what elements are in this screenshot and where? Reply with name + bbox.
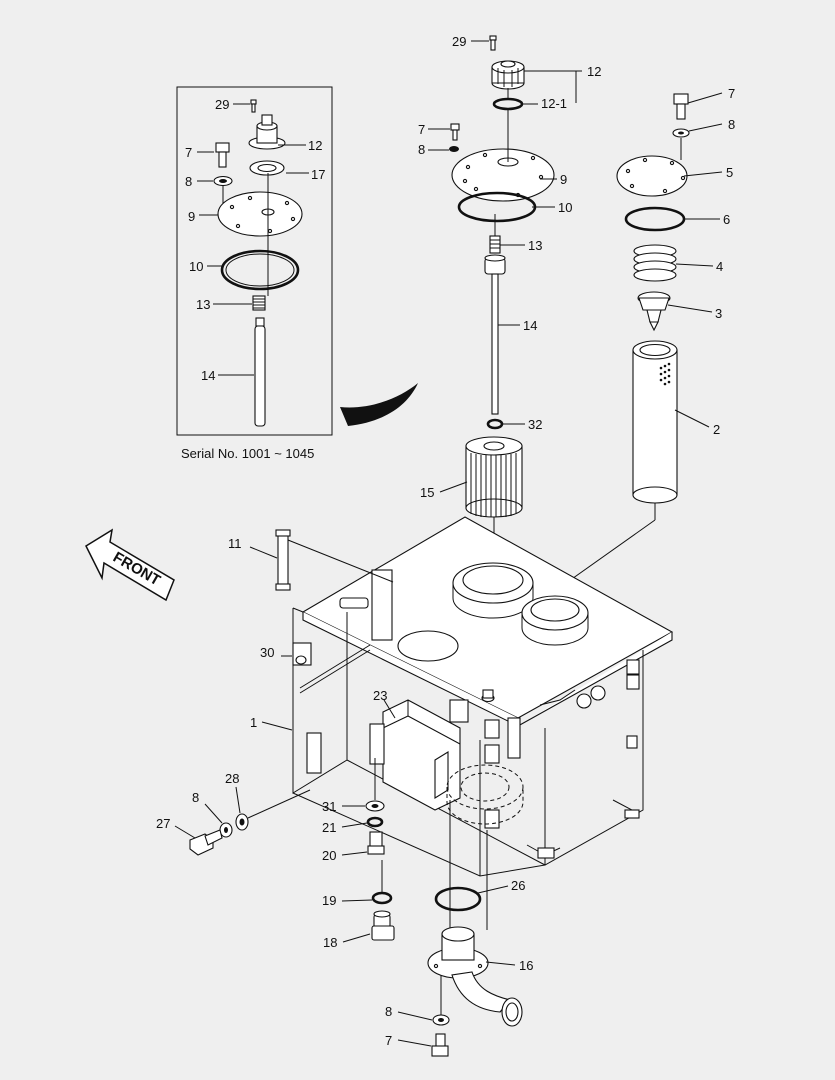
inset-bolt-29 [250, 99, 257, 113]
inset-callout-12: 12 [308, 138, 322, 153]
callout-29: 29 [452, 34, 466, 49]
o-ring-6 [624, 206, 686, 232]
callout-26: 26 [511, 878, 525, 893]
callout-8: 8 [418, 142, 425, 157]
drain-plug-stack [365, 758, 395, 941]
filter-element-15 [465, 436, 523, 518]
inset-callout-13: 13 [196, 297, 210, 312]
inset-callout-14: 14 [201, 368, 215, 383]
inset-leaders [197, 103, 309, 376]
breather-assembly [449, 35, 555, 430]
inset-callout-7: 7 [185, 145, 192, 160]
front-direction-arrow: FRONT [85, 528, 175, 602]
callout-27: 27 [156, 816, 170, 831]
inset-callout-8: 8 [185, 174, 192, 189]
suction-pipe-16 [427, 926, 523, 1027]
inset-washer-8 [213, 175, 233, 187]
callout-9: 9 [560, 172, 567, 187]
inset-cover-9 [217, 191, 303, 237]
swoosh-arrow [340, 383, 418, 426]
inset-serial-caption: Serial No. 1001 ~ 1045 [181, 446, 314, 461]
callout-7-right: 7 [728, 86, 735, 101]
nut-32 [486, 418, 504, 430]
strainer-assembly [544, 93, 690, 599]
callout-10: 10 [558, 200, 572, 215]
callout-32: 32 [528, 417, 542, 432]
spring-4 [633, 244, 677, 282]
callouts: 29 12 12-1 7 8 9 10 13 14 32 15 7 8 5 6 … [156, 34, 735, 1048]
bottom-fasteners [431, 975, 450, 1057]
callout-19: 19 [322, 893, 336, 908]
callout-14: 14 [523, 318, 537, 333]
inset-callout-29: 29 [215, 97, 229, 112]
callout-12: 12 [587, 64, 601, 79]
strainer-2 [632, 340, 678, 504]
callout-16: 16 [519, 958, 533, 973]
inset-rod-14 [254, 317, 266, 427]
o-ring-12-1 [492, 97, 524, 111]
callout-3: 3 [715, 306, 722, 321]
inset-breather-cap-12 [248, 114, 286, 150]
hydraulic-tank-body-1 [292, 516, 674, 877]
o-ring-26 [434, 886, 482, 912]
inset-o-ring-10 [220, 249, 300, 291]
callout-30: 30 [260, 645, 274, 660]
cover-5 [616, 155, 688, 197]
inset-serial-variant [176, 86, 333, 436]
callout-12-1: 12-1 [541, 96, 567, 111]
inset-callout-17: 17 [311, 167, 325, 182]
callout-15: 15 [420, 485, 434, 500]
callout-2: 2 [713, 422, 720, 437]
inset-bolt-7 [215, 142, 230, 168]
callout-28: 28 [225, 771, 239, 786]
callout-6: 6 [723, 212, 730, 227]
callout-31: 31 [322, 799, 336, 814]
leader-lines [174, 40, 723, 1047]
inset-gasket-17 [249, 160, 285, 176]
breather-cap-12 [491, 60, 525, 90]
callout-5: 5 [726, 165, 733, 180]
callout-1: 1 [250, 715, 257, 730]
inset-callouts: 29 12 7 17 8 9 10 13 14 [185, 97, 325, 383]
callout-8-left: 8 [192, 790, 199, 805]
callout-23: 23 [373, 688, 387, 703]
bypass-valve-3 [637, 291, 671, 332]
drain-fasteners [189, 789, 311, 856]
callout-7: 7 [418, 122, 425, 137]
callout-8-right: 8 [728, 117, 735, 132]
callout-18: 18 [323, 935, 337, 950]
callout-21: 21 [322, 820, 336, 835]
spring-13 [489, 235, 501, 254]
callout-8-bottom: 8 [385, 1004, 392, 1019]
callout-20: 20 [322, 848, 336, 863]
inset-spring-13 [252, 295, 266, 311]
callout-13: 13 [528, 238, 542, 253]
level-sensor-11 [275, 529, 394, 591]
inset-callout-9: 9 [188, 209, 195, 224]
callout-7-bottom: 7 [385, 1033, 392, 1048]
callout-4: 4 [716, 259, 723, 274]
callout-11: 11 [228, 536, 242, 551]
inset-callout-10: 10 [189, 259, 203, 274]
rod-14 [484, 254, 506, 415]
